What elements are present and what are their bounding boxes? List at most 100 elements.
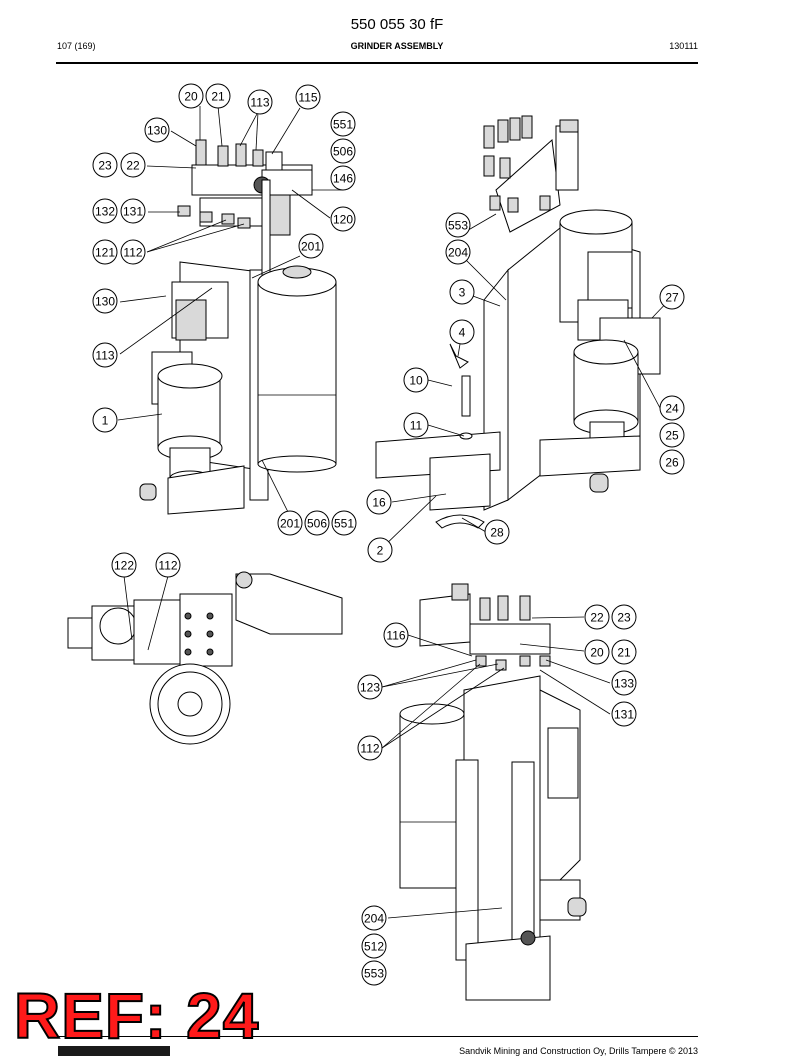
callout-view2-11: 11 (403, 412, 429, 438)
svg-text:20: 20 (590, 646, 604, 660)
callout-view3-112: 112 (155, 552, 181, 578)
callout-view4-131: 131 (611, 701, 637, 727)
footer-copyright: Sandvik Mining and Construction Oy, Dril… (459, 1046, 698, 1056)
callout-view1-132: 132 (92, 198, 118, 224)
svg-text:131: 131 (123, 205, 143, 219)
svg-text:113: 113 (95, 349, 114, 363)
svg-text:116: 116 (386, 629, 405, 643)
svg-text:11: 11 (410, 419, 423, 433)
svg-text:23: 23 (98, 159, 112, 173)
svg-text:2: 2 (377, 544, 384, 558)
svg-text:16: 16 (372, 496, 386, 510)
view-1-drawing (139, 139, 337, 515)
svg-text:131: 131 (614, 708, 634, 722)
svg-text:28: 28 (490, 526, 504, 540)
svg-text:132: 132 (95, 205, 115, 219)
svg-text:130: 130 (147, 124, 167, 138)
company-logo (58, 1046, 170, 1056)
callout-view2-16: 16 (366, 489, 392, 515)
reference-overlay: REF: 24 (13, 980, 260, 1052)
svg-text:4: 4 (459, 326, 466, 340)
callout-view2-10: 10 (403, 367, 429, 393)
svg-text:112: 112 (123, 246, 142, 260)
svg-text:553: 553 (448, 219, 468, 233)
svg-text:1: 1 (102, 414, 109, 428)
mount-plate (495, 138, 561, 233)
callout-view1-201: 201 (277, 510, 303, 536)
svg-text:204: 204 (364, 912, 384, 926)
callout-view4-23: 23 (611, 604, 637, 630)
callout-view1-1: 1 (92, 407, 118, 433)
svg-text:26: 26 (665, 456, 679, 470)
svg-text:121: 121 (95, 246, 115, 260)
header-rule (56, 62, 698, 64)
page-reference: 107 (169) (57, 41, 96, 51)
view-3-drawing (67, 571, 343, 745)
callout-view4-123: 123 (357, 674, 383, 700)
svg-text:553: 553 (364, 967, 384, 981)
document-number: 550 055 30 fF (350, 16, 444, 33)
callout-view4-112: 112 (357, 735, 383, 761)
svg-text:27: 27 (665, 291, 679, 305)
svg-text:123: 123 (360, 681, 380, 695)
callout-view1-21: 21 (205, 83, 231, 109)
svg-text:22: 22 (126, 159, 140, 173)
callout-view4-512: 512 (361, 933, 387, 959)
svg-text:21: 21 (211, 90, 225, 104)
callout-view1-23: 23 (92, 152, 118, 178)
callout-view4-20: 20 (584, 639, 610, 665)
callout-view4-204: 204 (361, 905, 387, 931)
callout-view2-26: 26 (659, 449, 685, 475)
svg-text:23: 23 (617, 611, 631, 625)
callout-view4-553: 553 (361, 960, 387, 986)
svg-text:201: 201 (280, 517, 300, 531)
svg-text:20: 20 (184, 90, 198, 104)
callout-view1-506: 506 (304, 510, 330, 536)
tank (257, 281, 337, 465)
callout-view4-116: 116 (383, 622, 409, 648)
svg-text:112: 112 (360, 742, 379, 756)
svg-text:551: 551 (333, 118, 353, 132)
svg-text:120: 120 (333, 213, 353, 227)
date-code: 130111 (669, 41, 698, 51)
callout-view1-551: 551 (331, 510, 357, 536)
view-2-drawing (375, 115, 661, 529)
svg-text:146: 146 (333, 172, 353, 186)
callout-view4-133: 133 (611, 670, 637, 696)
callout-view1-551: 551 (330, 111, 356, 137)
svg-text:204: 204 (448, 246, 468, 260)
svg-text:512: 512 (364, 940, 384, 954)
svg-text:112: 112 (158, 559, 177, 573)
svg-text:25: 25 (665, 429, 679, 443)
callout-view1-506: 506 (330, 138, 356, 164)
callout-view2-27: 27 (659, 284, 685, 310)
svg-text:201: 201 (301, 240, 321, 254)
view-4-drawing (399, 583, 587, 1001)
svg-text:24: 24 (665, 402, 679, 416)
callout-view2-24: 24 (659, 395, 685, 421)
callout-view1-112: 112 (120, 239, 146, 265)
callout-view1-131: 131 (120, 198, 146, 224)
callout-view1-201: 201 (298, 233, 324, 259)
footer-rule (56, 1036, 698, 1037)
callout-view1-130: 130 (144, 117, 170, 143)
callout-view2-25: 25 (659, 422, 685, 448)
callout-view2-3: 3 (449, 279, 475, 305)
callout-view2-28: 28 (484, 519, 510, 545)
callout-view1-130: 130 (92, 288, 118, 314)
svg-text:506: 506 (307, 517, 327, 531)
callout-view1-115: 115 (295, 84, 321, 110)
callout-view2-553: 553 (445, 212, 471, 238)
svg-text:21: 21 (617, 646, 631, 660)
svg-text:130: 130 (95, 295, 115, 309)
callout-view1-22: 22 (120, 152, 146, 178)
callout-view4-22: 22 (584, 604, 610, 630)
svg-text:551: 551 (334, 517, 354, 531)
svg-text:3: 3 (459, 286, 466, 300)
callout-view3-122: 122 (111, 552, 137, 578)
section-title: GRINDER ASSEMBLY (350, 41, 444, 51)
svg-text:22: 22 (590, 611, 604, 625)
callout-view2-4: 4 (449, 319, 475, 345)
